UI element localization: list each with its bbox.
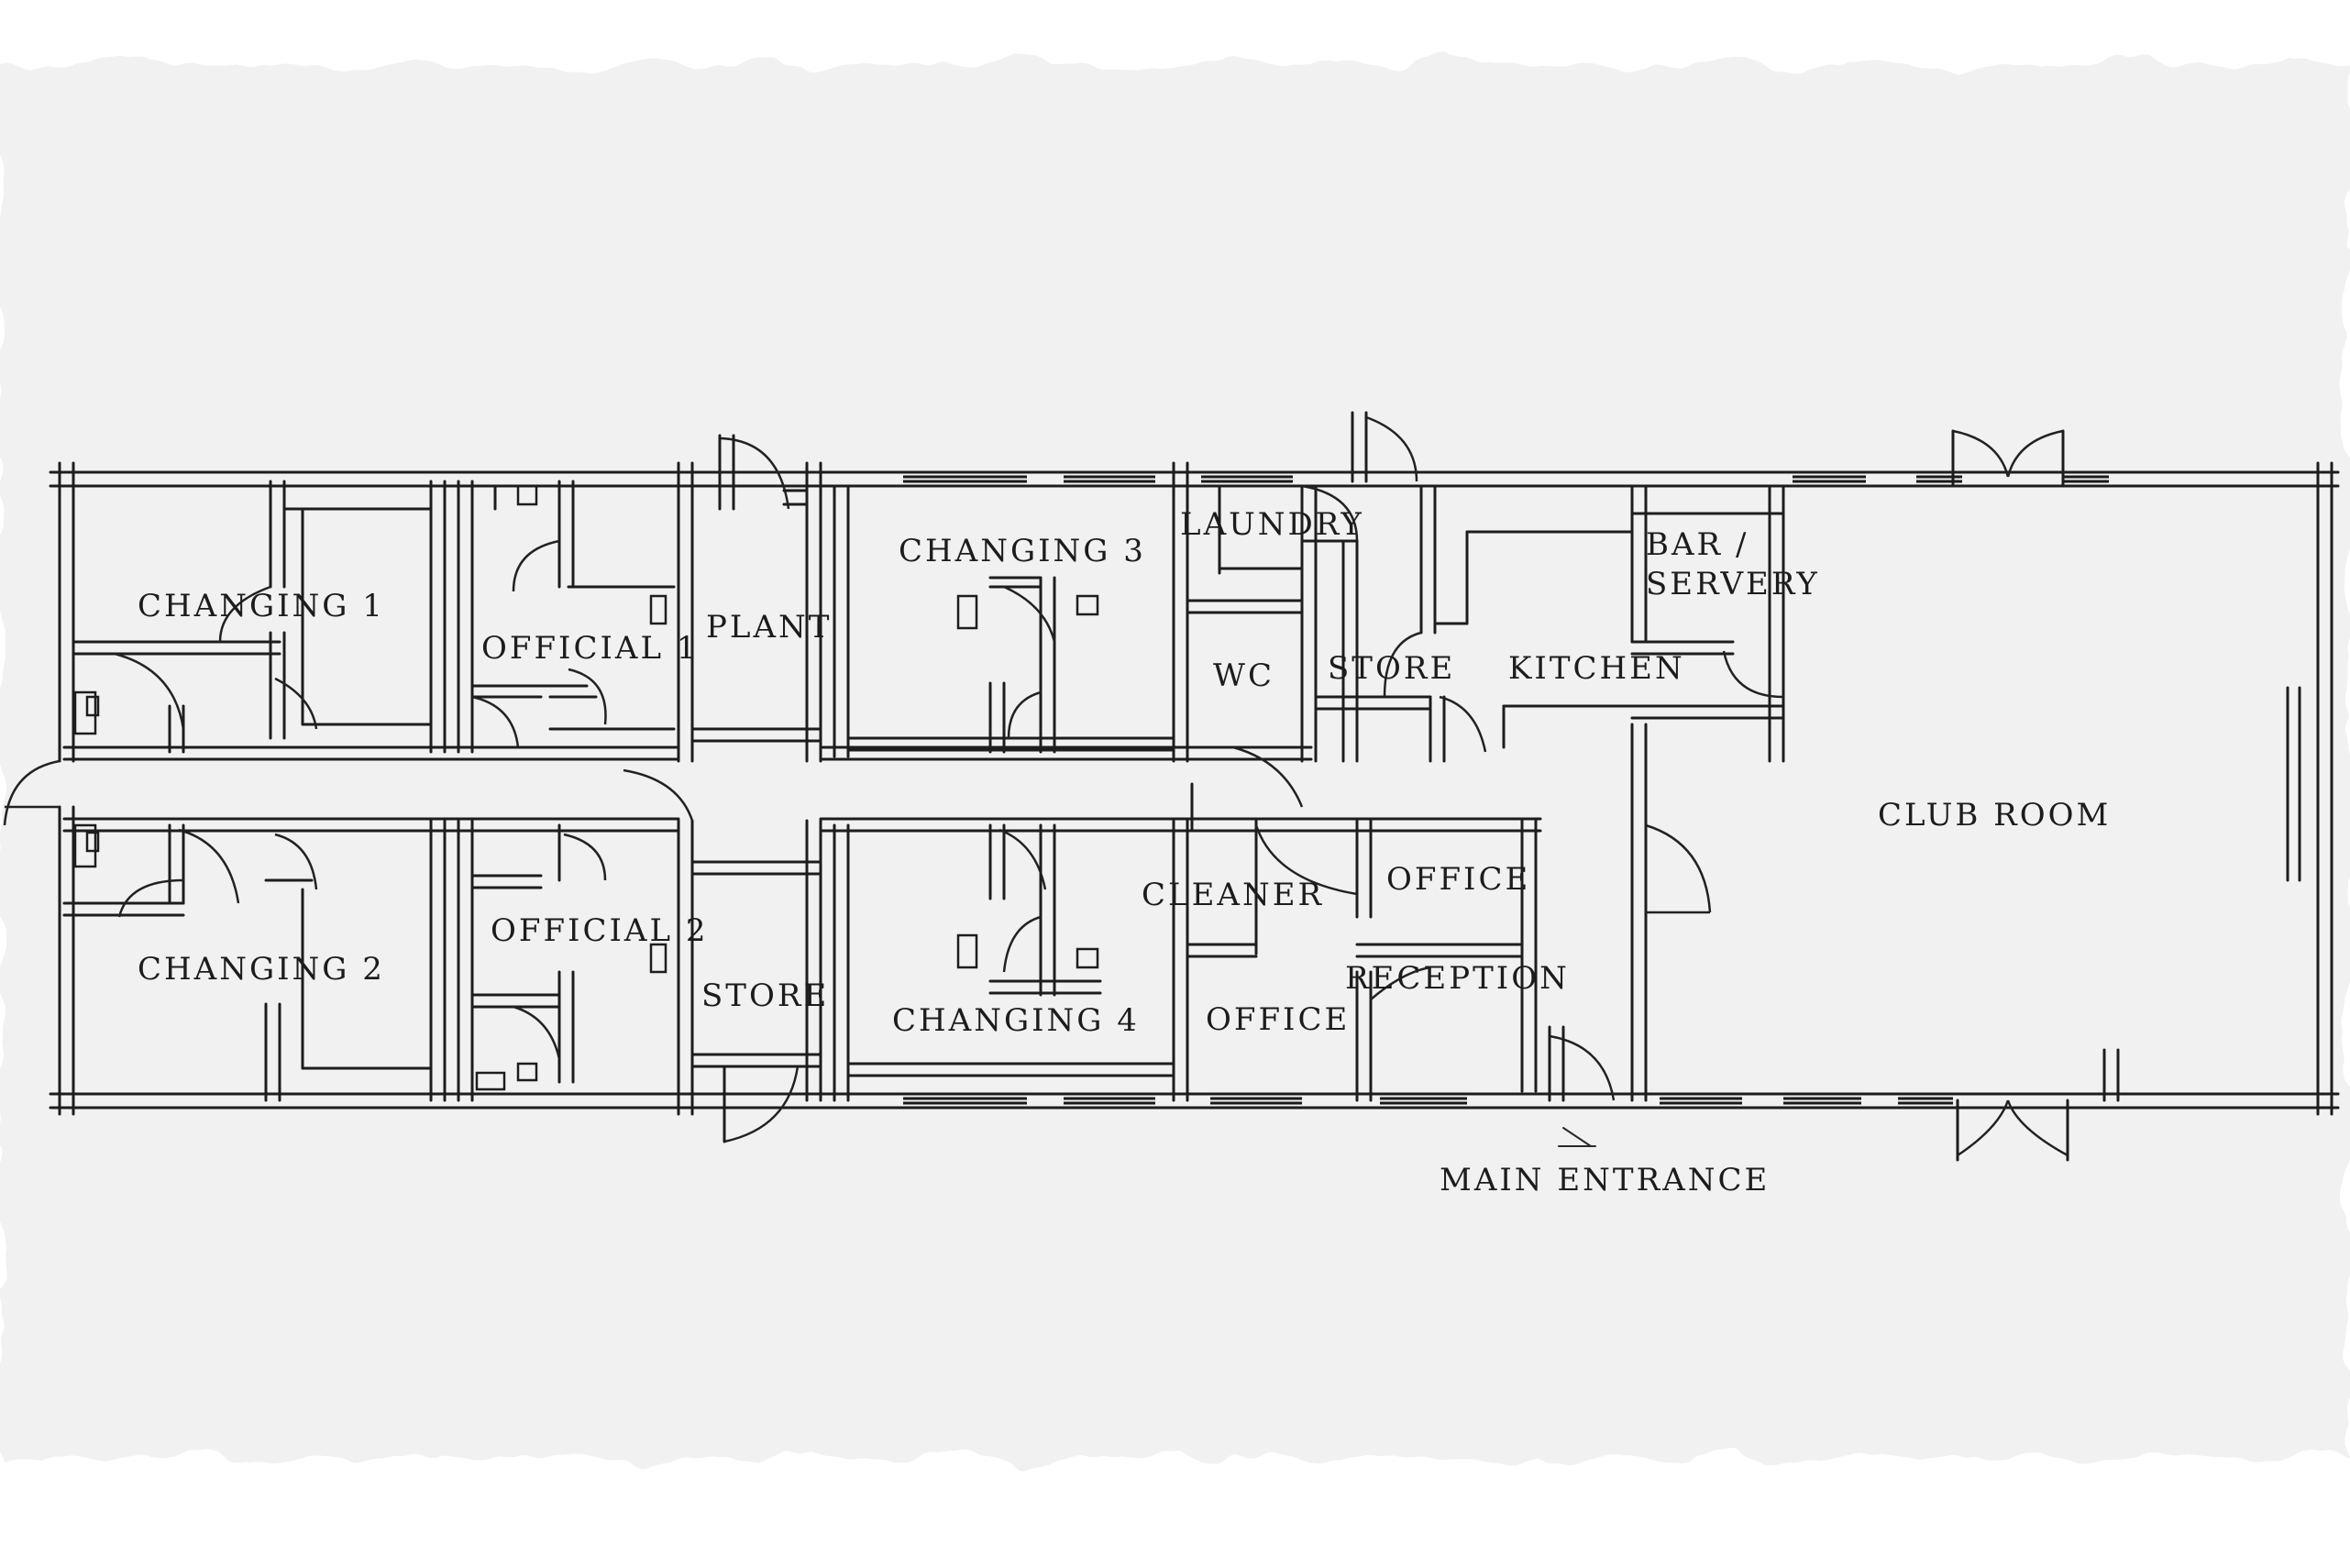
club-room-walls <box>1630 429 2301 1162</box>
label-laundry: LAUNDRY <box>1180 506 1364 543</box>
official-2-walls <box>457 819 667 1102</box>
room-labels: CHANGING 1 OFFICIAL 1 PLANT CHANGING 3 L… <box>138 506 2111 1198</box>
label-bar-servery-2: SERVERY <box>1646 566 1820 602</box>
label-official-2: OFFICIAL 2 <box>491 912 709 949</box>
label-cleaner: CLEANER <box>1142 877 1324 913</box>
label-changing-2: CHANGING 2 <box>138 951 385 988</box>
official-1-walls <box>457 480 676 754</box>
label-club-room: CLUB ROOM <box>1878 797 2111 834</box>
label-reception: RECEPTION <box>1345 960 1570 997</box>
plant-walls <box>677 434 822 763</box>
label-main-entrance: MAIN ENTRANCE <box>1440 1162 1770 1198</box>
label-changing-3: CHANGING 3 <box>899 533 1146 569</box>
corridor-walls <box>62 745 1542 833</box>
label-changing-1: CHANGING 1 <box>138 588 385 624</box>
changing-1-walls <box>72 480 447 754</box>
changing-3-walls <box>833 461 1189 763</box>
changing-4-walls <box>833 819 1189 1102</box>
cleaner-office-walls <box>1186 782 1616 1147</box>
bar-servery-walls <box>1630 484 1785 763</box>
label-kitchen: KITCHEN <box>1508 650 1685 687</box>
label-store-upper: STORE <box>1328 650 1455 687</box>
laundry-wc-walls <box>1186 484 1359 808</box>
label-changing-4: CHANGING 4 <box>892 1002 1140 1039</box>
label-office-upper: OFFICE <box>1386 861 1530 898</box>
windows <box>903 475 2109 1105</box>
store-lower-walls <box>623 768 822 1143</box>
label-office-lower: OFFICE <box>1206 1001 1350 1038</box>
changing-2-walls <box>62 819 447 1102</box>
label-store-lower: STORE <box>701 977 829 1014</box>
store-kitchen-walls <box>1314 411 1634 763</box>
label-official-1: OFFICIAL 1 <box>481 630 700 667</box>
label-bar-servery-1: BAR / <box>1646 526 1749 563</box>
label-plant: PLANT <box>706 609 832 646</box>
label-wc: WC <box>1213 657 1274 694</box>
